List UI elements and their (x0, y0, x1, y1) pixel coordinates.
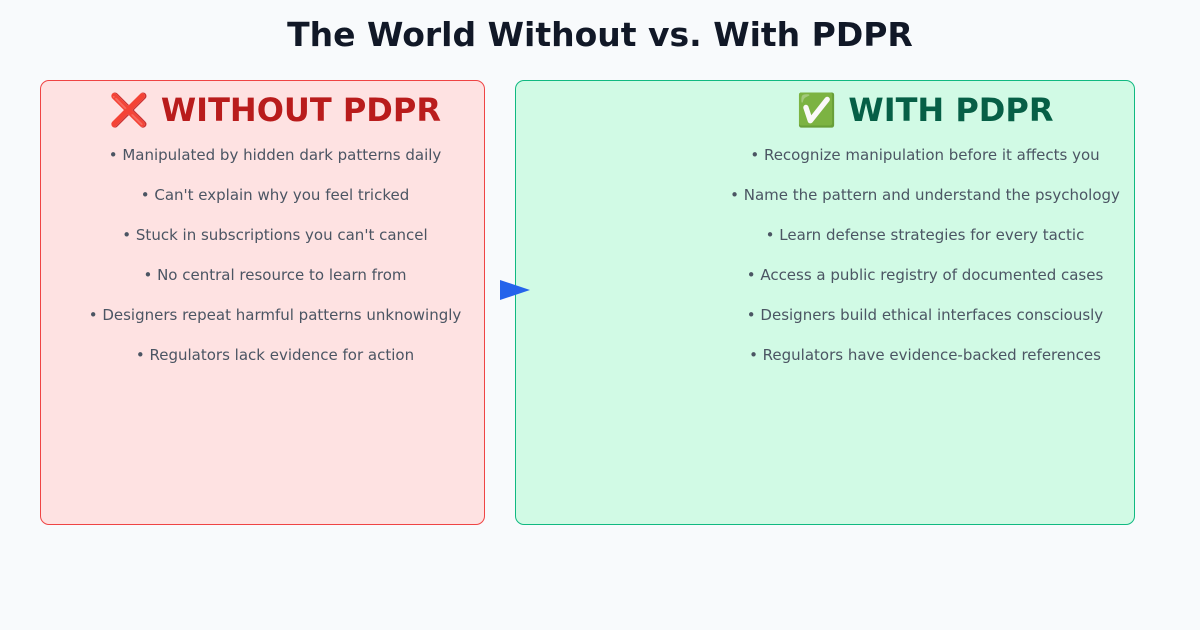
with-item: • Access a public registry of documented… (746, 266, 1104, 284)
with-panel (515, 80, 1135, 525)
without-item: • Can't explain why you feel tricked (140, 186, 410, 204)
with-item: • Learn defense strategies for every tac… (765, 226, 1085, 244)
with-heading-label: WITH PDPR (848, 91, 1054, 129)
with-item: • Regulators have evidence-backed refere… (749, 346, 1101, 364)
with-list: • Recognize manipulation before it affec… (730, 145, 1120, 385)
without-item: • Designers repeat harmful patterns unkn… (88, 306, 462, 324)
check-icon: ✅ (796, 91, 837, 129)
arrow-right-icon (500, 280, 530, 300)
without-item: • Manipulated by hidden dark patterns da… (108, 146, 442, 164)
with-heading: ✅ WITH PDPR (730, 90, 1120, 130)
without-item: • Regulators lack evidence for action (135, 346, 415, 364)
without-panel (40, 80, 485, 525)
with-item: • Recognize manipulation before it affec… (750, 146, 1100, 164)
without-heading: ❌ WITHOUT PDPR (40, 90, 510, 130)
without-list: • Manipulated by hidden dark patterns da… (40, 145, 510, 385)
without-item: • Stuck in subscriptions you can't cance… (122, 226, 428, 244)
without-item: • No central resource to learn from (143, 266, 407, 284)
without-heading-label: WITHOUT PDPR (160, 91, 441, 129)
arrow-right-shape (500, 280, 530, 300)
with-item: • Name the pattern and understand the ps… (730, 186, 1120, 204)
cross-icon: ❌ (109, 91, 149, 129)
diagram-title: The World Without vs. With PDPR (287, 15, 913, 54)
with-item: • Designers build ethical interfaces con… (746, 306, 1104, 324)
